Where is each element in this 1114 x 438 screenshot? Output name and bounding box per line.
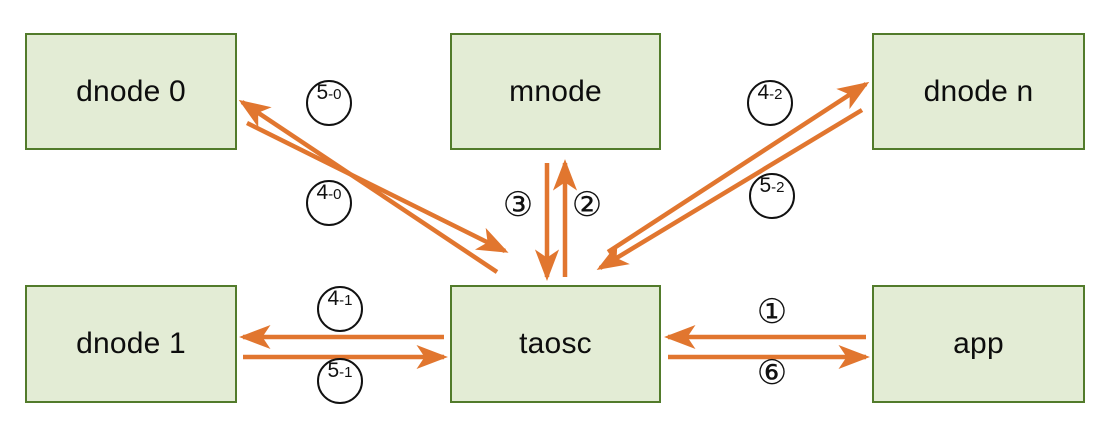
step-marker-6: ⑥ <box>746 347 798 399</box>
node-dnode-0[interactable]: dnode 0 <box>25 33 237 150</box>
step-marker-number: 4 <box>316 181 329 204</box>
step-marker-suffix: -1 <box>339 292 353 309</box>
node-label: dnode 1 <box>76 327 186 360</box>
step-marker-5-1: 5-1 <box>317 358 363 404</box>
step-marker-glyph: ⑥ <box>756 353 788 393</box>
node-mnode[interactable]: mnode <box>450 33 661 150</box>
step-marker-number: 5 <box>316 81 329 104</box>
node-app[interactable]: app <box>872 285 1085 403</box>
step-marker-2: ② <box>561 179 613 231</box>
step-marker-3: ③ <box>492 179 544 231</box>
step-marker-glyph: ③ <box>502 185 534 225</box>
step-marker-glyph: ① <box>756 292 788 332</box>
step-marker-5-2: 5-2 <box>749 173 795 219</box>
step-marker-number: 5 <box>327 359 340 382</box>
node-dnode-1[interactable]: dnode 1 <box>25 285 237 403</box>
node-dnode-n[interactable]: dnode n <box>872 33 1085 150</box>
step-marker-suffix: -0 <box>328 86 342 103</box>
node-label: taosc <box>519 327 592 360</box>
node-label: mnode <box>509 74 602 108</box>
step-marker-number: 4 <box>327 287 340 310</box>
step-marker-4-1: 4-1 <box>317 286 363 332</box>
step-marker-5-0: 5-0 <box>306 80 352 126</box>
step-marker-suffix: -1 <box>339 364 353 381</box>
node-label: app <box>953 327 1004 360</box>
step-marker-1: ① <box>746 286 798 338</box>
step-marker-suffix: -2 <box>771 179 785 196</box>
step-marker-suffix: -2 <box>769 86 783 103</box>
node-label: dnode 0 <box>76 74 186 108</box>
step-marker-number: 5 <box>759 174 772 197</box>
node-taosc[interactable]: taosc <box>450 285 661 403</box>
node-label: dnode n <box>923 74 1034 108</box>
step-marker-4-2: 4-2 <box>747 80 793 126</box>
step-marker-glyph: ② <box>571 185 603 225</box>
step-marker-4-0: 4-0 <box>306 180 352 226</box>
step-marker-suffix: -0 <box>328 186 342 203</box>
step-marker-number: 4 <box>757 81 770 104</box>
